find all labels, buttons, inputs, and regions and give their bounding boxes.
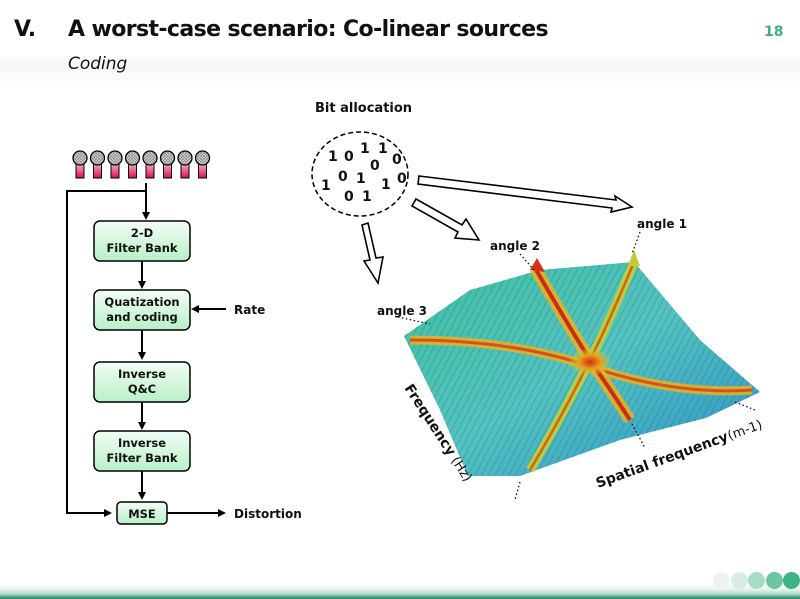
header-band xyxy=(0,0,800,88)
bit-value: 1 xyxy=(362,189,372,205)
angle2-label: angle 2 xyxy=(490,239,540,253)
bit-value: 0 xyxy=(344,149,354,165)
box-label-line1: 2-D xyxy=(131,226,153,240)
sensor-icon xyxy=(89,150,106,179)
footer-dot xyxy=(730,572,748,589)
box-quantization-coding: Quatization and coding xyxy=(93,289,191,331)
bit-allocation-label: Bit allocation xyxy=(315,101,412,116)
box-label-line1: Quatization xyxy=(104,295,179,309)
box-mse: MSE xyxy=(116,501,168,525)
sensor-icon xyxy=(194,150,211,179)
sensor-icon xyxy=(107,150,123,179)
box-inverse-qc: Inverse Q&C xyxy=(93,361,191,403)
box-label-line1: MSE xyxy=(128,507,156,521)
sensor-icon xyxy=(159,150,176,179)
hollow-arrow-angle3 xyxy=(361,221,384,286)
leader-lines xyxy=(397,231,756,501)
slide-subtitle: Coding xyxy=(68,54,128,74)
hollow-arrow-angle1 xyxy=(417,175,635,214)
box-label-line2: Q&C xyxy=(128,382,156,396)
bit-value: 1 xyxy=(360,141,370,157)
sensor-icon xyxy=(124,150,141,179)
bit-value: 0 xyxy=(344,189,354,205)
footer-bar xyxy=(0,584,800,599)
bit-value: 1 xyxy=(381,177,391,193)
rate-label: Rate xyxy=(234,303,265,317)
spatial-axis-unit: (m-1) xyxy=(726,418,765,444)
angle3-label: angle 3 xyxy=(377,304,427,318)
center-peak xyxy=(568,348,612,376)
sensor-icon xyxy=(177,150,193,179)
surface-plot xyxy=(404,250,760,476)
section-number: V. xyxy=(14,17,36,42)
sensor-array xyxy=(72,150,211,179)
page-number: 18 xyxy=(764,24,784,40)
box-2d-filter-bank: 2-D Filter Bank xyxy=(93,220,191,262)
footer-dot xyxy=(748,572,765,589)
bit-allocation-circle xyxy=(311,131,409,217)
box-inverse-filter-bank: Inverse Filter Bank xyxy=(93,430,191,472)
footer-dot xyxy=(783,572,800,589)
footer-dot xyxy=(713,572,730,589)
bit-value: 0 xyxy=(392,152,402,168)
peak-angle2 xyxy=(530,258,545,272)
box-label-line2: Filter Bank xyxy=(106,241,177,255)
bit-value: 0 xyxy=(397,171,407,187)
sensor-icon xyxy=(142,150,158,179)
box-label-line1: Inverse xyxy=(118,436,166,450)
sensor-icon xyxy=(72,150,88,179)
box-label-line1: Inverse xyxy=(118,367,166,381)
bit-value: 1 xyxy=(328,149,338,165)
peak-angle1 xyxy=(628,250,640,266)
slide-title: A worst-case scenario: Co-linear sources xyxy=(68,17,549,42)
bit-value: 0 xyxy=(338,169,348,185)
hollow-arrow-angle2 xyxy=(410,197,481,241)
footer-dot xyxy=(765,572,783,589)
box-label-line2: and coding xyxy=(106,310,178,324)
angle1-label: angle 1 xyxy=(637,217,687,231)
feedback-loop xyxy=(66,183,150,517)
bit-value: 1 xyxy=(356,171,366,187)
distortion-label: Distortion xyxy=(234,507,302,521)
bit-value: 1 xyxy=(321,178,331,194)
bit-value: 0 xyxy=(370,158,380,174)
box-label-line2: Filter Bank xyxy=(106,451,177,465)
bit-value: 1 xyxy=(378,141,388,157)
